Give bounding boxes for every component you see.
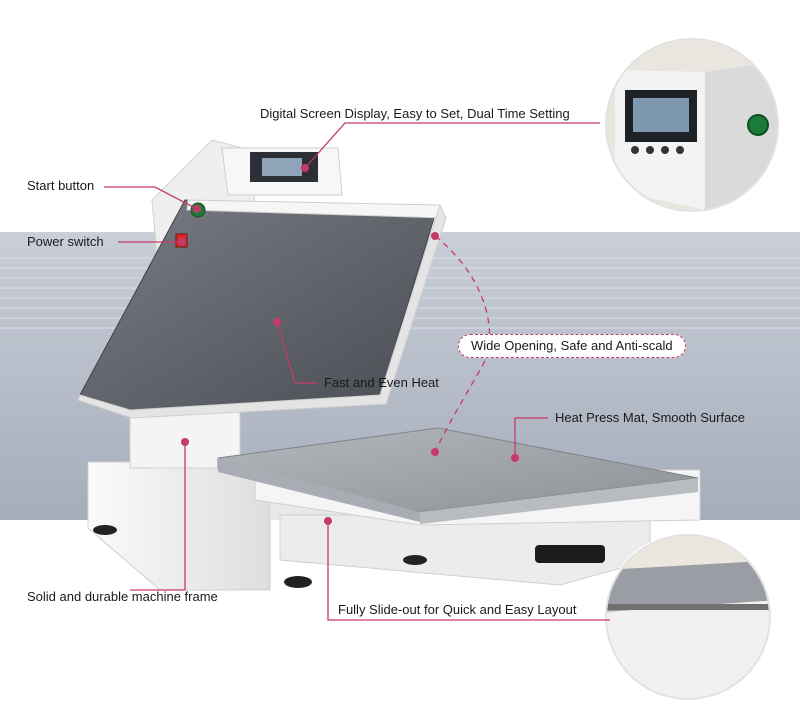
callout-lines xyxy=(104,122,610,621)
label-machine-frame: Solid and durable machine frame xyxy=(27,589,218,604)
upper-platen xyxy=(77,139,447,419)
label-start-button: Start button xyxy=(27,178,95,193)
callout-line-heat xyxy=(276,321,318,384)
pointer-dots xyxy=(178,164,519,525)
label-power-switch: Power switch xyxy=(27,234,104,249)
dot-icon xyxy=(193,205,201,213)
inset-slide-out xyxy=(604,533,772,701)
dot-icon xyxy=(178,238,186,246)
heat-press-mat xyxy=(217,427,701,526)
callout-line-display xyxy=(304,122,600,169)
dot-icon xyxy=(301,164,309,172)
dot-icon xyxy=(324,517,332,525)
callout-line-mat xyxy=(514,417,548,458)
dot-icon xyxy=(431,448,439,456)
label-digital-display: Digital Screen Display, Easy to Set, Dua… xyxy=(260,106,570,121)
dot-icon xyxy=(431,232,439,240)
label-wide-opening: Wide Opening, Safe and Anti-scald xyxy=(458,334,686,358)
dot-icon xyxy=(511,454,519,462)
label-press-mat: Heat Press Mat, Smooth Surface xyxy=(555,410,746,425)
callout-line-start xyxy=(104,186,198,210)
dot-icon xyxy=(181,438,189,446)
callout-line-slide xyxy=(327,521,610,621)
label-slide-out: Fully Slide-out for Quick and Easy Layou… xyxy=(338,602,577,617)
inset-control-panel xyxy=(604,37,780,213)
label-even-heat: Fast and Even Heat xyxy=(324,375,439,390)
dot-icon xyxy=(273,318,281,326)
callout-line-frame xyxy=(130,442,186,591)
